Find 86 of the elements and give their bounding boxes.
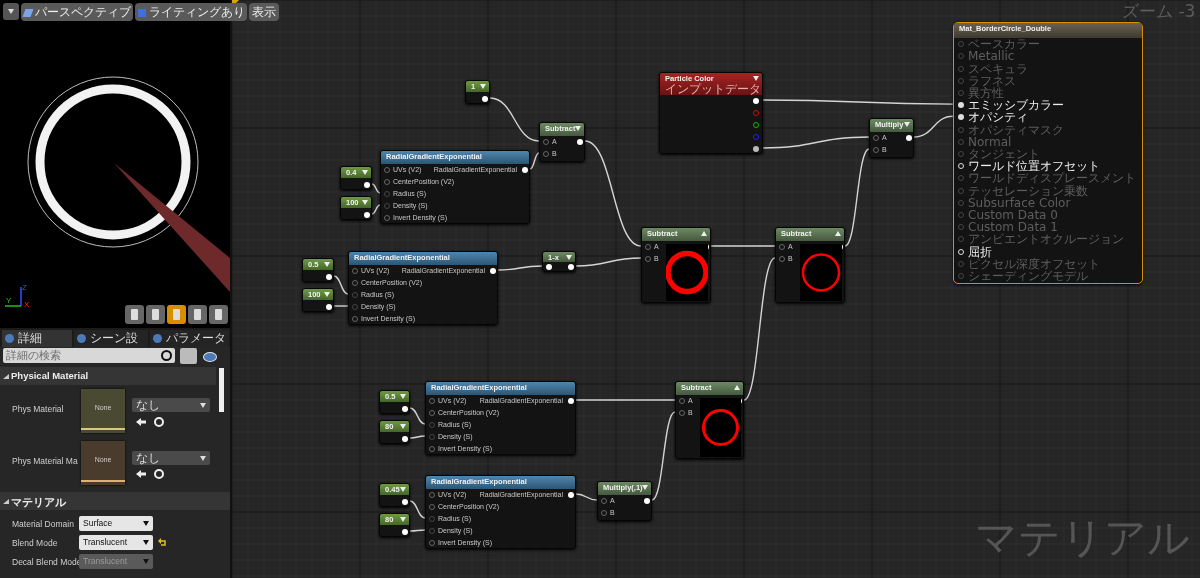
section-title: Physical Material: [11, 370, 89, 381]
pin-label: Normal: [968, 135, 1012, 148]
pin-label: オパシティ: [968, 111, 1028, 124]
pin-label: タンジェント: [968, 147, 1040, 160]
math-node: [542, 251, 576, 272]
property-label: Material Domain: [12, 519, 74, 529]
dropdown-field: Surface: [79, 516, 153, 531]
property-label: Phys Material Ma: [12, 456, 78, 466]
panel-tab: 詳細: [2, 330, 72, 347]
pin-label: エミッシブカラー: [968, 99, 1064, 112]
connector-wire: [497, 265, 543, 271]
property-label: Phys Material: [12, 404, 64, 414]
material-output-node: [953, 22, 1143, 284]
toolbar-button: パースペクティブ: [21, 3, 133, 21]
math-node: [675, 381, 744, 459]
pin-label: Metallic: [968, 50, 1015, 63]
connector-wire: [575, 493, 598, 501]
math-node: [775, 227, 845, 303]
constant-node: [302, 258, 334, 282]
dropdown-field: なし: [132, 451, 210, 465]
connector-wire: [584, 140, 642, 247]
connector-wire: [710, 245, 776, 247]
connector-wire: [371, 204, 381, 215]
connector-wire: [489, 97, 540, 142]
section-title: マテリアル: [11, 495, 66, 510]
panel-tab: シーン設: [74, 330, 148, 347]
math-node: [869, 118, 914, 158]
panel-tab: パラメータ: [150, 330, 229, 347]
pin-label: テッセレーション乗数: [968, 184, 1088, 197]
constant-node: [379, 420, 410, 444]
connector-wire: [651, 411, 676, 501]
connector-wire: [844, 148, 870, 247]
math-node: [597, 481, 652, 521]
pin-label: ピクセル深度オフセット: [968, 257, 1100, 270]
connector-wire: [333, 275, 349, 295]
connector-wire: [409, 500, 426, 519]
pin-label: 異方性: [968, 86, 1004, 99]
toolbar-button: 表示: [249, 3, 279, 21]
constant-node: [302, 288, 334, 312]
connector-wire: [529, 152, 540, 170]
pin-label: ワールドディスプレースメント: [968, 172, 1136, 185]
property-label: Blend Mode: [12, 538, 58, 548]
math-node: [539, 122, 585, 162]
function-node: [348, 251, 498, 325]
axis-label: Z: [22, 283, 27, 292]
input-node: [659, 72, 763, 154]
pin-label: オパシティマスク: [968, 123, 1064, 136]
pin-label: ワールド位置オフセット: [968, 160, 1100, 173]
connector-wire: [409, 435, 426, 439]
axis-label: Y: [6, 296, 12, 305]
pin-label: シェーディングモデル: [968, 269, 1088, 282]
dropdown-field: Translucent: [79, 554, 153, 569]
pin-label: ベースカラー: [968, 38, 1040, 51]
math-node: [641, 227, 711, 303]
node-subtitle: インプットデータ: [665, 83, 761, 95]
pin-label: 屈折: [968, 245, 992, 258]
connector-wire: [409, 407, 426, 425]
axis-label: X: [24, 300, 30, 309]
pin-label: Custom Data 0: [968, 208, 1058, 221]
constant-node: [465, 80, 490, 104]
connector-wire: [575, 399, 676, 401]
dropdown-field: Translucent: [79, 535, 153, 550]
pin-label: アンビエントオクルージョン: [968, 233, 1124, 246]
function-node: [380, 150, 530, 224]
connector-wire: [762, 136, 870, 149]
pin-label: スペキュラ: [968, 62, 1028, 75]
constant-node: [379, 513, 410, 537]
pin-label: Subsurface Color: [968, 196, 1071, 209]
function-node: [425, 381, 576, 455]
function-node: [425, 475, 576, 549]
constant-node: [379, 390, 410, 414]
search-field: 詳細の検索: [3, 348, 175, 363]
connector-wire: [371, 183, 381, 194]
connector-wire: [913, 115, 954, 138]
pin-label: Custom Data 1: [968, 221, 1058, 234]
connector-wire: [743, 257, 776, 401]
toolbar-button: ライティングあり: [135, 3, 247, 21]
connector-wire: [575, 257, 642, 267]
dropdown-field: なし: [132, 398, 210, 412]
connector-wire: [409, 529, 426, 532]
constant-node: [379, 483, 410, 507]
connector-wire: [333, 305, 349, 307]
connector-wire: [762, 99, 954, 105]
constant-node: [340, 196, 372, 220]
constant-node: [340, 166, 372, 190]
pin-label: ラフネス: [968, 74, 1016, 87]
